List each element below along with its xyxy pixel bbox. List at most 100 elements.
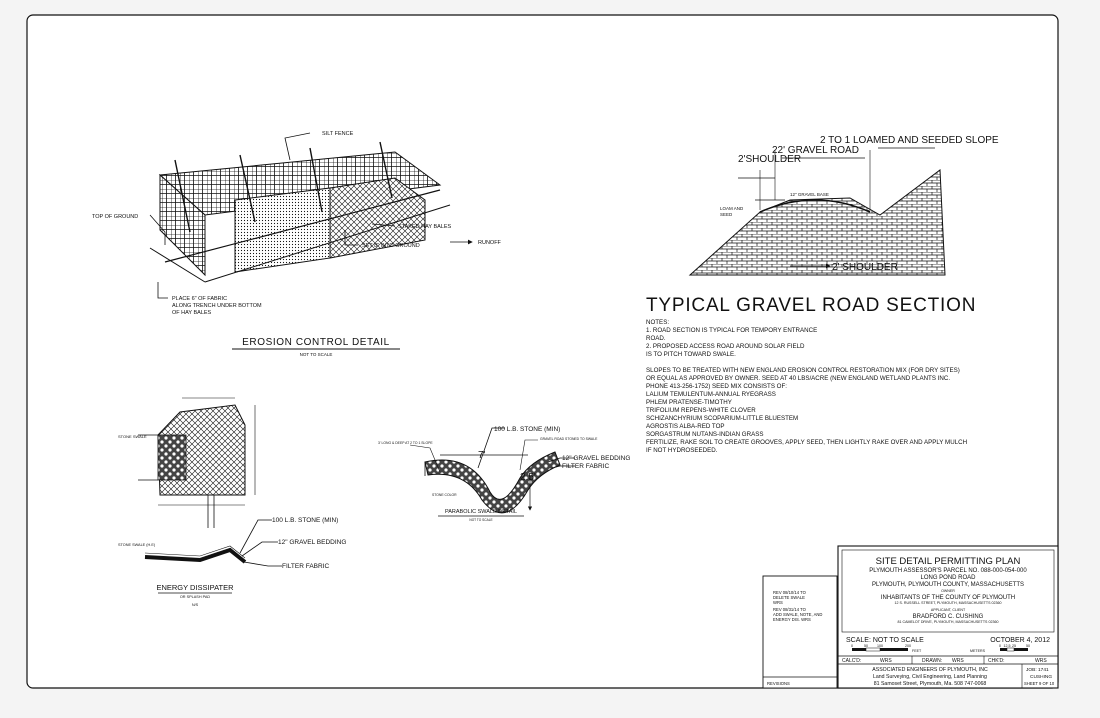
gravel-road-section: 2 TO 1 LOAMED AND SEEDED SLOPE 22' GRAVE…	[646, 135, 999, 316]
label-place-fabric-2: ALONG TRENCH UNDER BOTTOM	[172, 303, 262, 309]
note-line: SCHIZANCHYRIUM SCOPARIUM-LITTLE BLUESTEM	[646, 415, 798, 422]
label-top-of-ground: TOP OF GROUND	[92, 214, 138, 220]
owner-address: 12 S. RUSSELL STREET, PLYMOUTH, MASSACHU…	[894, 601, 1001, 605]
applicant-address: 81 CAMELOT DRIVE, PLYMOUTH, MASSACHUSETT…	[898, 620, 999, 624]
job-number: JOB: 1741	[1026, 667, 1049, 673]
label-ps-stone-color: STONE COLOR	[432, 493, 457, 497]
sheet-number: SHEET 9 OF 10	[1024, 681, 1055, 686]
road-section-title: TYPICAL GRAVEL ROAD SECTION	[646, 295, 976, 316]
calcd-value: WRS	[880, 658, 892, 664]
revision-entry: REV 08/31/14 TO	[773, 607, 807, 612]
scale-feet-tick: 50	[864, 644, 868, 648]
notes-block: NOTES: 1. ROAD SECTION IS TYPICAL FOR TE…	[646, 319, 967, 454]
parabolic-swale-title: PARABOLIC SWALE DETAIL	[445, 509, 517, 515]
plan-title: SITE DETAIL PERMITTING PLAN	[876, 556, 1021, 567]
note-line: 2. PROPOSED ACCESS ROAD AROUND SOLAR FIE…	[646, 343, 805, 350]
label-gravel-road: 22' GRAVEL ROAD	[772, 145, 859, 156]
note-line: PHONE 413-256-1752) SEED MIX CONSISTS OF…	[646, 383, 787, 390]
label-slope: 2 TO 1 LOAMED AND SEEDED SLOPE	[820, 135, 999, 146]
label-silt-fence: SILT FENCE	[322, 131, 354, 137]
label-ed-stone-min: 100 L.B. STONE (MIN)	[272, 517, 338, 524]
label-ps-filter-fabric: FILTER FABRIC	[562, 463, 609, 470]
label-ps-depth: 2.5'	[520, 472, 536, 483]
client-name: CUSHING	[1030, 674, 1052, 680]
label-ps-width: 7'	[478, 450, 486, 461]
scale-feet-label: FEET	[912, 649, 922, 653]
erosion-control-detail: SILT FENCE TOP OF GROUND STAKED HAY BALE…	[92, 131, 502, 357]
owner-label: OWNER	[941, 589, 955, 593]
label-ps-gravel-bedding: 12" GRAVEL BEDDING	[562, 455, 630, 462]
note-line: TRIFOLIUM REPENS-WHITE CLOVER	[646, 407, 756, 414]
drawn-label: DRAWN:	[922, 658, 942, 664]
note-line: IS TO PITCH TOWARD SWALE.	[646, 351, 736, 358]
note-line: SLOPES TO BE TREATED WITH NEW ENGLAND ER…	[646, 367, 960, 374]
note-line: IF NOT HYDROSEEDED.	[646, 447, 718, 454]
plan-scale: SCALE: NOT TO SCALE	[846, 637, 924, 644]
label-staked-hay-bales: STAKED HAY BALES	[398, 224, 452, 230]
revisions-footer: REVISIONS	[767, 681, 790, 686]
note-line: LALIUM TEMULENTUM-ANNUAL RYEGRASS	[646, 391, 776, 398]
energy-dissipater-note: N/S	[192, 603, 199, 607]
energy-dissipater-subtitle: OR SPLASH PAD	[180, 595, 211, 599]
parabolic-swale-subtitle: NOT TO SCALE	[469, 518, 492, 522]
scale-meters-tick: 0	[999, 644, 1001, 648]
label-place-fabric-3: OF HAY BALES	[172, 310, 212, 316]
scale-meters-tick: 25	[1012, 644, 1016, 648]
note-line: PHLEM PRATENSE-TIMOTHY	[646, 399, 732, 406]
title-block: SITE DETAIL PERMITTING PLAN PLYMOUTH ASS…	[837, 545, 1059, 689]
chkd-value: WRS	[1035, 658, 1047, 664]
scale-meters-tick: 12.5	[1004, 644, 1011, 648]
note-line: NOTES:	[646, 319, 669, 326]
energy-dissipater: STONE SWALE STONE SWALE (H.E) 100 L.B. S…	[118, 397, 346, 607]
scale-feet-tick: 0	[851, 644, 853, 648]
label-loam-seed-1: LOAM AND	[720, 206, 744, 211]
label-ps-left-note: 3' LONG & DEEP AT 2 TO 1 SLOPE	[378, 441, 433, 445]
note-line: FERTILIZE, RAKE SOIL TO CREATE GROOVES, …	[646, 439, 967, 446]
scale-feet-tick: 200	[905, 644, 911, 648]
label-shoulder-bottom: 2' SHOULDER	[832, 262, 898, 273]
note-line: AGROSTIS ALBA-RED TOP	[646, 423, 725, 430]
label-ps-stone-min: 100 L.B. STONE (MIN)	[494, 426, 560, 433]
label-stone-swale: STONE SWALE	[118, 434, 147, 439]
revision-entry: WRS	[773, 600, 783, 605]
revision-entry: ADD SWALE, NOTE, AND	[773, 612, 822, 617]
scale-feet-tick: 100	[877, 644, 883, 648]
applicant-name: BRADFORD C. CUSHING	[913, 614, 984, 620]
label-place-fabric-1: PLACE 6" OF FABRIC	[172, 296, 227, 302]
note-line: ROAD.	[646, 335, 666, 342]
firm-name: ASSOCIATED ENGINEERS OF PLYMOUTH, INC	[872, 667, 988, 673]
parabolic-swale-detail: 100 L.B. STONE (MIN) 12" GRAVEL BEDDING …	[378, 426, 630, 522]
energy-dissipater-title: ENERGY DISSIPATER	[156, 583, 234, 592]
erosion-detail-title: EROSION CONTROL DETAIL	[242, 337, 390, 348]
erosion-detail-subtitle: NOT TO SCALE	[300, 352, 333, 357]
revision-entry: REV 08/10/14 TO	[773, 590, 807, 595]
label-stone-swale-small: STONE SWALE (H.E)	[118, 543, 156, 547]
label-loam-seed-2: SEED	[720, 212, 733, 217]
label-ed-filter-fabric: FILTER FABRIC	[282, 563, 329, 570]
revisions-box: REV 08/10/14 TO DELETE SWALE WRS REV 08/…	[762, 575, 838, 689]
note-line: OR EQUAL AS APPROVED BY OWNER. SEED AT 4…	[646, 375, 950, 382]
scale-meters-tick: 50	[1026, 644, 1030, 648]
label-runoff: RUNOFF	[478, 240, 502, 246]
revision-entry: DELETE SWALE	[773, 595, 805, 600]
firm-address: 81 Samoset Street, Plymouth, Ma. 508 747…	[874, 681, 987, 687]
label-set-into-ground: SET 8" INTO GROUND	[362, 243, 420, 249]
label-gravel-base: 12" GRAVEL BASE	[790, 192, 829, 197]
note-line: SORGASTRUM NUTANS-INDIAN GRASS	[646, 431, 763, 438]
plan-date: OCTOBER 4, 2012	[990, 637, 1050, 644]
label-shoulder-left: 2'SHOULDER	[738, 154, 801, 165]
label-ed-gravel-bedding: 12" GRAVEL BEDDING	[278, 539, 346, 546]
note-line: 1. ROAD SECTION IS TYPICAL FOR TEMPORY E…	[646, 327, 817, 334]
calcd-label: CALC'D:	[842, 658, 861, 664]
drawn-value: WRS	[952, 658, 964, 664]
applicant-label: APPLICANT, CLIENT	[931, 608, 966, 612]
firm-services: Land Surveying, Civil Engineering, Land …	[873, 674, 987, 680]
owner-name: INHABITANTS OF THE COUNTY OF PLYMOUTH	[881, 595, 1015, 601]
label-ps-right-note: GRAVEL ROAD STONED TO SWALE	[540, 437, 598, 441]
chkd-label: CHK'D:	[988, 658, 1005, 664]
plan-location: PLYMOUTH, PLYMOUTH COUNTY, MASSACHUSETTS	[872, 582, 1024, 588]
plan-parcel: PLYMOUTH ASSESSOR'S PARCEL NO. 088-000-0…	[869, 568, 1027, 574]
revision-entry: ENERGY DIS. WRS	[773, 617, 811, 622]
scale-meters-label: METERS	[970, 649, 986, 653]
